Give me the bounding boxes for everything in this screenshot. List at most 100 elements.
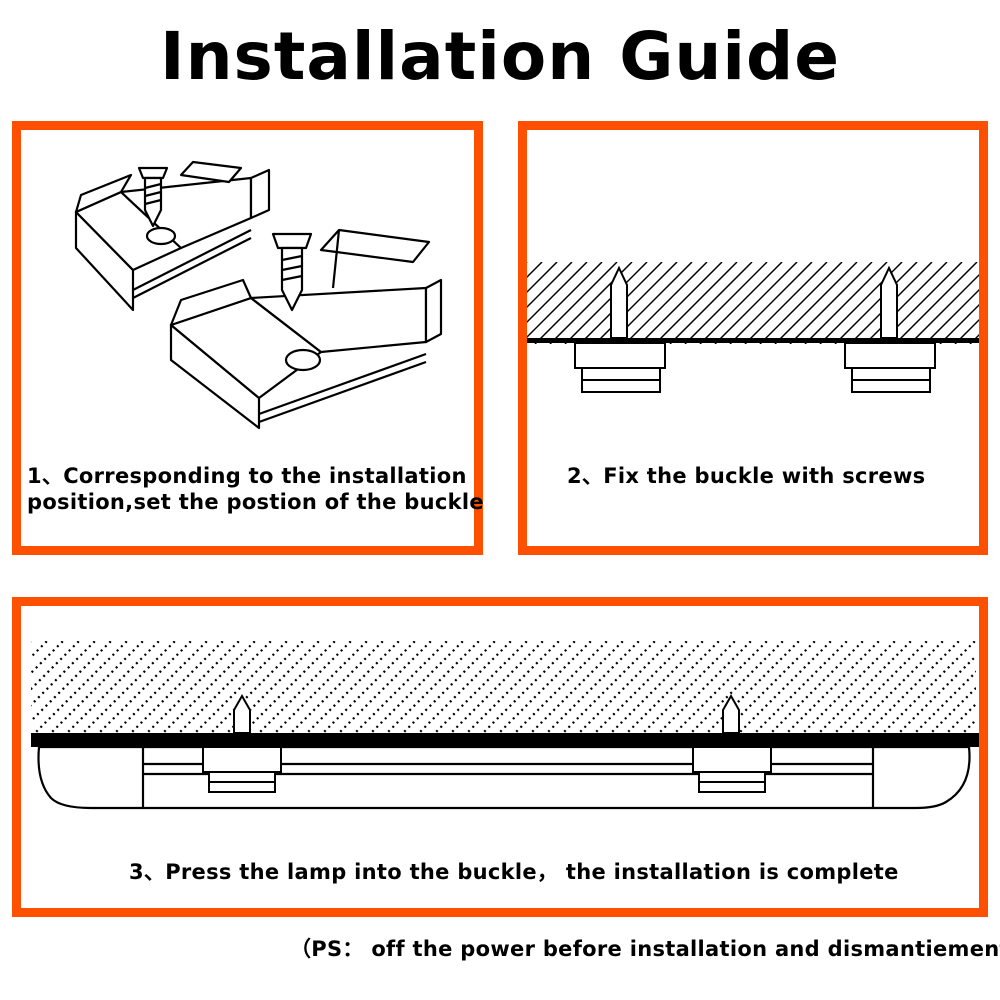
hatch-line <box>671 641 768 736</box>
large-screw-icon <box>271 232 313 312</box>
hatch-line <box>127 641 224 736</box>
hatch-line <box>624 262 708 344</box>
hatch-line <box>759 262 843 344</box>
hatch-line <box>744 262 828 344</box>
hatch-line <box>335 641 432 736</box>
hatch-line <box>879 641 976 736</box>
screws <box>233 693 740 734</box>
power-off-note: （PS： off the power before installation a… <box>290 937 1000 961</box>
screws <box>610 265 898 339</box>
hatch-line <box>927 686 976 736</box>
lamp-body <box>37 745 971 810</box>
hatch-line <box>684 262 768 344</box>
hatch-line <box>207 641 304 736</box>
hatch-line <box>303 641 400 736</box>
hatch-line <box>834 262 918 344</box>
hatch-line <box>559 641 656 736</box>
ceiling-line <box>527 338 979 343</box>
hatch-line <box>774 262 858 344</box>
hatch-line <box>954 318 979 344</box>
hatch-line <box>783 641 880 736</box>
hatch-line <box>564 262 648 344</box>
hatch-line <box>495 641 592 736</box>
hatch-line <box>31 641 64 675</box>
hatch-line <box>527 262 558 294</box>
hatch-line <box>543 641 640 736</box>
hatch-line <box>239 641 336 736</box>
step-2-caption: 2、Fix the buckle with screws <box>567 464 926 488</box>
hatch-line <box>815 641 912 736</box>
ceiling-bar <box>31 733 979 747</box>
hatch-line <box>751 641 848 736</box>
hatch-line <box>639 262 723 344</box>
ceiling-hatch <box>527 262 979 344</box>
large-buckle-clip <box>169 228 443 430</box>
hatch-line <box>415 641 512 736</box>
hatch-line <box>714 262 798 344</box>
hatch-line <box>527 262 543 279</box>
hatch-line <box>367 641 464 736</box>
hatch-line <box>594 262 678 344</box>
hatch-line <box>271 641 368 736</box>
hatch-line <box>895 654 976 736</box>
hatch-line <box>924 288 979 344</box>
hatch-line <box>287 641 384 736</box>
hatch-line <box>863 641 960 736</box>
step-3-caption: 3、Press the lamp into the buckle， the in… <box>129 860 899 884</box>
hatch-line <box>607 641 704 736</box>
ceiling-dotted-hatch <box>31 641 976 736</box>
buckles <box>202 746 772 793</box>
hatch-line <box>447 641 544 736</box>
hatch-line <box>31 641 96 707</box>
hatch-line <box>463 641 560 736</box>
hatch-line <box>111 641 208 736</box>
hatch-line <box>729 262 813 344</box>
hatch-line <box>959 718 976 736</box>
hatch-line <box>654 262 738 344</box>
hatch-line <box>479 641 576 736</box>
buckle-clips-illustration <box>74 160 443 430</box>
hatch-line <box>735 641 832 736</box>
hatch-line <box>699 262 783 344</box>
hatch-line <box>687 641 784 736</box>
hatch-line <box>47 641 144 736</box>
hatch-line <box>804 262 888 344</box>
hatch-line <box>31 641 112 723</box>
hatch-line <box>847 641 944 736</box>
hatch-line <box>864 262 948 344</box>
hatch-line <box>95 641 192 736</box>
hatch-line <box>969 333 979 344</box>
buckles <box>574 342 936 393</box>
hatch-line <box>575 641 672 736</box>
hatch-line <box>534 262 618 344</box>
hatch-line <box>655 641 752 736</box>
hatch-line <box>175 641 272 736</box>
hatch-line <box>383 641 480 736</box>
hatch-line <box>894 262 978 344</box>
step-1-caption-line-1: 1、Corresponding to the installation <box>27 464 467 488</box>
hatch-line <box>789 262 873 344</box>
hatch-line <box>255 641 352 736</box>
hatch-line <box>639 641 736 736</box>
step-1-panel: 1、Corresponding to the installation posi… <box>12 121 484 555</box>
hatch-line <box>351 641 448 736</box>
hatch-line <box>79 641 176 736</box>
hatch-line <box>767 641 864 736</box>
step-1-caption-line-2: position,set the postion of the buckle <box>27 490 484 514</box>
hatch-line <box>909 273 979 344</box>
hatch-line <box>223 641 320 736</box>
hatch-line <box>527 262 573 309</box>
hatch-line <box>431 641 528 736</box>
hatch-line <box>143 641 240 736</box>
hatch-line <box>31 641 80 691</box>
page-title: Installation Guide <box>160 18 840 95</box>
hatch-line <box>527 641 624 736</box>
hatch-line <box>527 262 603 339</box>
step-2-panel: 2、Fix the buckle with screws <box>518 121 988 555</box>
hatch-line <box>831 641 928 736</box>
hatch-line <box>975 734 976 736</box>
hatch-line <box>63 641 160 736</box>
hatch-line <box>591 641 688 736</box>
hatch-line <box>719 641 816 736</box>
hatch-line <box>623 641 720 736</box>
